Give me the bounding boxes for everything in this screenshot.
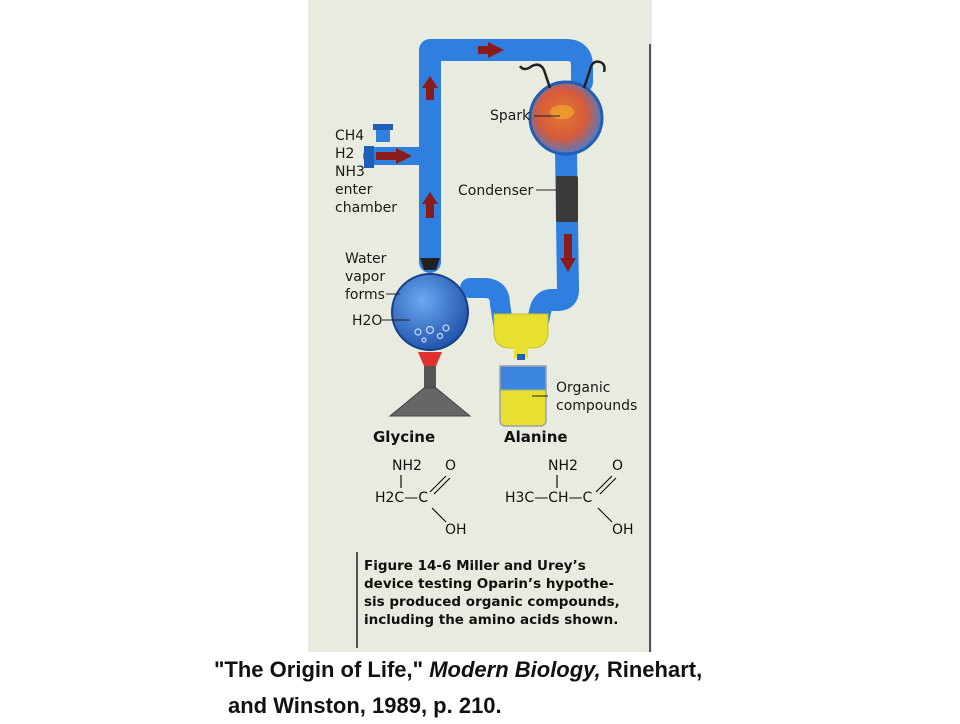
- alanine-chain: H3C—CH—C: [505, 490, 593, 506]
- figure-caption: Figure 14-6 Miller and Urey’s device tes…: [364, 558, 620, 628]
- gas-inlet-valve: [364, 124, 393, 168]
- label-enter: enter: [335, 182, 373, 198]
- label-chamber: chamber: [335, 200, 397, 216]
- arrow-up-upper: [422, 76, 438, 88]
- condenser-jacket: [556, 176, 578, 222]
- alanine-amine: NH2: [548, 458, 578, 474]
- glycine-amine: NH2: [392, 458, 422, 474]
- citation-line-2: and Winston, 1989, p. 210.: [228, 693, 502, 718]
- glycine-carbonyl: O: [445, 458, 456, 474]
- arrow-down-condenser: [560, 258, 576, 272]
- label-h2: H2: [335, 146, 354, 162]
- label-organic: Organic: [556, 380, 610, 396]
- glycine-title: Glycine: [373, 428, 435, 446]
- arrow-right-inlet: [396, 148, 412, 164]
- label-vapor: vapor: [345, 269, 385, 285]
- label-h2o: H2O: [352, 313, 382, 329]
- caption-line-3: sis produced organic compounds,: [364, 594, 620, 610]
- burner: [388, 366, 472, 417]
- alanine-hydroxyl: OH: [612, 522, 634, 538]
- citation-book: Modern Biology,: [429, 657, 601, 682]
- label-nh3: NH3: [335, 164, 365, 180]
- alanine-structure: Alanine NH2 O H3C—CH—C OH: [504, 428, 634, 538]
- label-compounds: compounds: [556, 398, 637, 414]
- caption-line-1: Figure 14-6 Miller and Urey’s: [364, 558, 586, 574]
- arrow-right-top: [488, 42, 504, 58]
- arrow-up-lower: [422, 192, 438, 204]
- label-forms: forms: [345, 287, 385, 303]
- flow-arrows: [376, 42, 576, 272]
- label-water: Water: [345, 251, 387, 267]
- alanine-carbonyl: O: [612, 458, 623, 474]
- label-spark: Spark: [490, 108, 531, 124]
- glycine-hydroxyl: OH: [445, 522, 467, 538]
- source-citation: "The Origin of Life," Modern Biology, Ri…: [214, 652, 934, 724]
- caption-line-2: device testing Oparin’s hypothe-: [364, 576, 614, 592]
- caption-line-4: including the amino acids shown.: [364, 612, 618, 628]
- citation-title: "The Origin of Life,": [214, 657, 424, 682]
- alanine-title: Alanine: [504, 428, 568, 446]
- leader-lines: [382, 115, 560, 397]
- label-ch4: CH4: [335, 128, 364, 144]
- boiling-flask: [391, 258, 469, 366]
- glycine-structure: Glycine NH2 O H2C—C OH: [373, 428, 467, 538]
- glycine-chain: H2C—C: [375, 490, 428, 506]
- citation-line-1: "The Origin of Life," Modern Biology, Ri…: [214, 652, 934, 688]
- citation-publisher: Rinehart,: [606, 657, 703, 682]
- collection-beaker: [499, 365, 547, 427]
- u-tube-trap: [493, 313, 549, 360]
- label-condenser: Condenser: [458, 183, 533, 199]
